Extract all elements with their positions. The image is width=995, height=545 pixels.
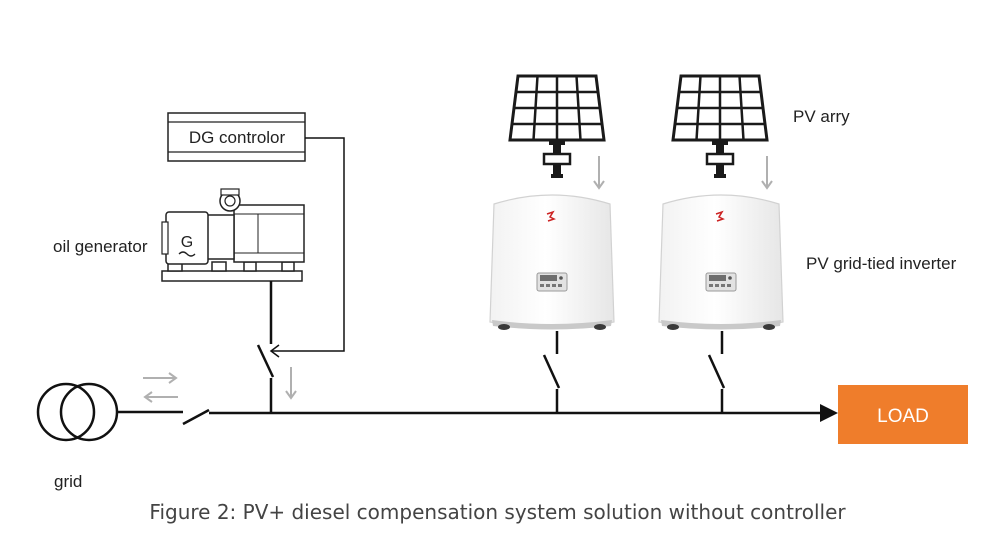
grid-label: grid [54,472,82,491]
figure-caption: Figure 2: PV+ diesel compensation system… [149,500,846,524]
grid-transformer-icon [36,382,119,442]
control-arrowhead [269,344,280,358]
pv-switch [542,354,561,389]
generator-symbol: G [181,234,193,251]
pv-array-label: PV arry [793,107,850,126]
solar-panel-icon [508,74,606,180]
grid-switch [182,408,210,426]
bidirectional-flow-arrows [143,372,178,403]
oil-generator-label: oil generator [53,237,148,256]
inverter-icon [658,194,784,331]
solar-panel-icon [671,74,769,180]
load-label: LOAD [877,406,929,427]
dg-controller-label: DG controlor [189,128,286,147]
inverter-label: PV grid-tied inverter [806,254,957,273]
inverter-icon [489,194,615,331]
load-box [838,385,968,444]
control-signal-line [271,137,345,352]
oil-generator-icon: G [161,188,305,282]
dg-controller-box: DG controlor [167,112,306,162]
pv-flow-arrow [593,156,605,190]
generator-flow-arrow [285,367,297,400]
pv-flow-arrow [761,156,773,190]
pv-switch [707,354,726,389]
generator-switch [256,344,275,378]
bus-arrowhead [820,404,838,422]
